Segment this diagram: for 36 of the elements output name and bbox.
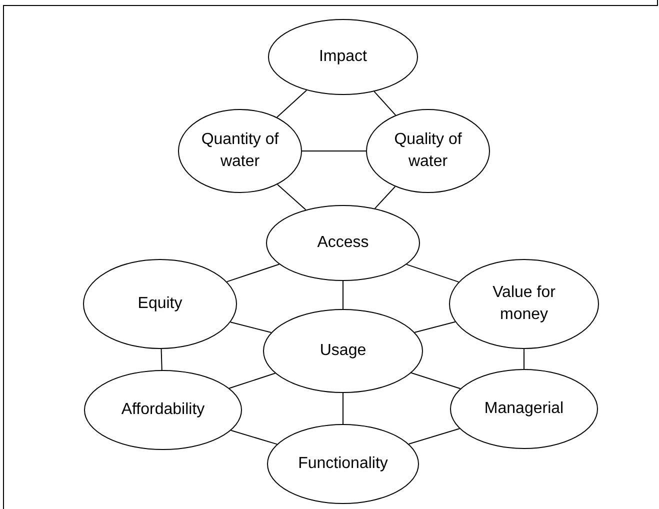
ellipse-node xyxy=(449,259,599,349)
node-label: Quality of water xyxy=(393,130,463,172)
node-label: Quantity of water xyxy=(200,130,280,172)
connector-line xyxy=(342,280,344,310)
connector-line xyxy=(276,184,306,210)
connector-line xyxy=(408,428,460,444)
node-label: Impact xyxy=(318,47,367,68)
connector-line xyxy=(276,90,308,118)
node-label: Value for money xyxy=(492,283,556,325)
connector-line xyxy=(228,372,276,389)
ellipse-node xyxy=(84,370,242,450)
ellipse-node xyxy=(263,309,423,393)
ellipse-node xyxy=(83,259,237,349)
node-label: Usage xyxy=(320,341,366,362)
ellipse-node xyxy=(267,424,419,504)
ellipse-node xyxy=(366,109,490,193)
node-label: Functionality xyxy=(298,454,388,474)
ellipse-node xyxy=(450,369,598,449)
connector-line xyxy=(374,91,396,116)
connector-line xyxy=(374,186,396,209)
connector-line xyxy=(342,392,344,424)
ellipse-node xyxy=(266,205,420,281)
node-label: Access xyxy=(317,233,369,254)
node-label: Equity xyxy=(138,294,182,314)
connector-line xyxy=(302,150,366,152)
node-label: Affordability xyxy=(121,400,205,420)
connector-line xyxy=(230,322,272,334)
ellipse-node xyxy=(268,19,418,95)
ellipse-node xyxy=(178,109,302,193)
connector-line xyxy=(414,321,456,333)
connector-line xyxy=(406,264,460,282)
connector-line xyxy=(230,430,278,445)
connector-line xyxy=(226,264,280,282)
connector-line xyxy=(160,348,162,370)
connector-line xyxy=(410,372,461,390)
node-label: Managerial xyxy=(484,399,564,420)
